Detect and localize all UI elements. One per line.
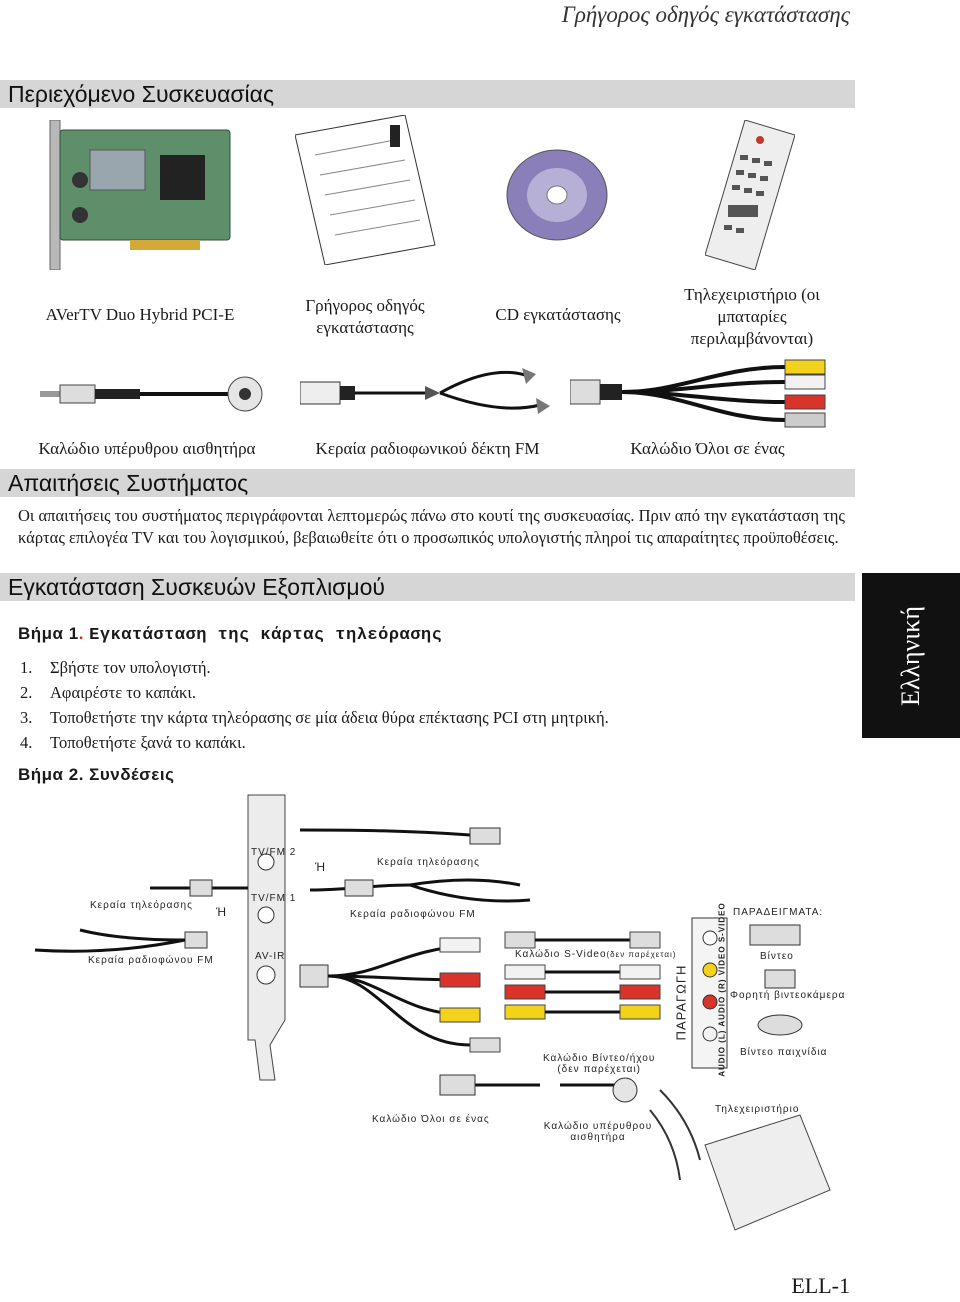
- quick-guide-icon: [294, 114, 445, 266]
- av-cable-label: Καλώδιο Βίντεο/ήχου(δεν παρέχεται): [543, 1053, 656, 1075]
- section-requirements-heading: Απαιτήσεις Συστήματος: [0, 469, 855, 497]
- section-contents-heading: Περιεχόμενο Συσκευασίας: [0, 80, 855, 108]
- port-tvfm2-label: TV/FM 2: [251, 847, 297, 858]
- console-label: Βίντεο παιχνίδια: [740, 1047, 828, 1058]
- or-label-left: Ή: [216, 905, 228, 919]
- package-caption-remote: Τηλεχειριστήριο (οι μπαταρίες περιλαμβάν…: [684, 285, 820, 348]
- connection-diagram: [0, 790, 860, 1270]
- step1-item: 3.Τοποθετήστε την κάρτα τηλεόρασης σε μί…: [20, 708, 609, 727]
- fm-antenna-icon: [299, 360, 560, 420]
- cable-caption-ir: Καλώδιο υπέρυθρου αισθητήρα: [38, 439, 256, 458]
- section-installation-heading: Εγκατάσταση Συσκευών Εξοπλισμού: [0, 573, 855, 601]
- step1-title: Εγκατάσταση της κάρτας τηλεόρασης: [89, 626, 443, 645]
- all-in-one-cable-icon: [569, 352, 850, 432]
- language-side-tab: Ελληνική: [862, 573, 960, 738]
- examples-label: ΠΑΡΑΔΕΙΓΜΑΤΑ:: [733, 907, 824, 918]
- svideo-cable-label: Καλώδιο S-Video(δεν παρέχεται): [515, 949, 677, 960]
- cable-caption-fm: Κεραία ραδιοφωνικού δέκτη FM: [315, 439, 540, 458]
- remote-control-icon: [704, 119, 796, 271]
- port-avir-label: AV-IR: [255, 951, 286, 962]
- vcr-label: Βίντεο: [760, 951, 794, 962]
- page-number: ELL-1: [791, 1273, 850, 1298]
- tv-antenna-label-right: Κεραία τηλεόρασης: [377, 857, 480, 868]
- package-caption-card: AVerTV Duo Hybrid PCI-E: [45, 305, 235, 324]
- camcorder-label: Φορητή βιντεοκάμερα: [730, 990, 846, 1001]
- step1-dot: .: [78, 624, 84, 643]
- step1-label: Βήμα 1: [18, 624, 79, 643]
- tv-card-icon: [40, 119, 240, 271]
- ir-cable-icon: [40, 375, 265, 415]
- remote-label: Τηλεχειριστήριο: [715, 1104, 800, 1115]
- cable-caption-all-in-one: Καλώδιο Όλοι σε ένας: [630, 439, 785, 458]
- all-in-one-label: Καλώδιο Όλοι σε ένας: [372, 1114, 490, 1125]
- fm-antenna-label-left: Κεραία ραδιοφώνου FM: [88, 955, 214, 966]
- port-tvfm1-label: TV/FM 1: [251, 893, 297, 904]
- package-caption-cd: CD εγκατάστασης: [495, 305, 621, 324]
- step1-item: 4.Τοποθετήστε ξανά το καπάκι.: [20, 733, 246, 752]
- cd-icon: [505, 148, 610, 243]
- step2-heading: Βήμα 2. Συνδέσεις: [18, 765, 175, 784]
- step1-item: 1.Σβήστε τον υπολογιστή.: [20, 658, 211, 677]
- requirements-paragraph: Οι απαιτήσεις του συστήματος περιγράφοντ…: [18, 506, 845, 547]
- output-label: ΠΑΡΑΓΩΓΗ: [673, 964, 689, 1041]
- step1-list: 1.Σβήστε τον υπολογιστή. 2.Αφαιρέστε το …: [20, 655, 840, 755]
- fm-antenna-label-right: Κεραία ραδιοφώνου FM: [350, 909, 476, 920]
- step1-heading: Βήμα 1. Εγκατάσταση της κάρτας τηλεόραση…: [18, 624, 442, 645]
- tv-antenna-label-left: Κεραία τηλεόρασης: [90, 900, 193, 911]
- or-label-right: Ή: [315, 860, 327, 874]
- document-header-title: Γρήγορος οδηγός εγκατάστασης: [561, 2, 850, 27]
- ir-cable-label: Καλώδιο υπέρυθρου αισθητήρα: [543, 1121, 653, 1143]
- step1-item: 2.Αφαιρέστε το καπάκι.: [20, 683, 196, 702]
- package-caption-guide: Γρήγορος οδηγός εγκατάστασης: [305, 296, 425, 337]
- output-ports-label: AUDIO (L) AUDIO (R) VIDEO S-VIDEO: [717, 902, 727, 1077]
- language-side-tab-label: Ελληνική: [896, 605, 925, 706]
